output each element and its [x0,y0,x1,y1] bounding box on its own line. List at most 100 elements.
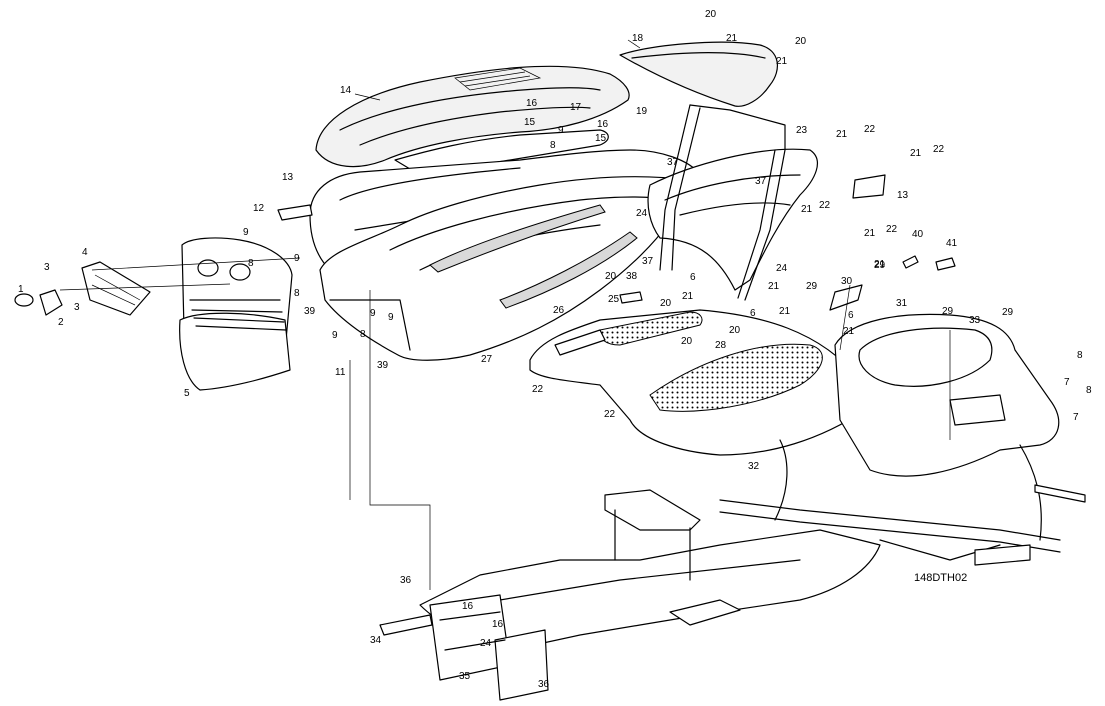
callout-20: 20 [795,36,807,47]
callout-2: 2 [58,317,64,328]
callout-9: 9 [243,227,249,238]
callout-31: 31 [896,298,908,309]
callout-21: 21 [682,291,694,302]
callout-36: 36 [538,679,550,690]
callout-8: 8 [294,288,300,299]
callout-12: 12 [253,203,265,214]
callout-21: 21 [726,33,738,44]
callout-13: 13 [282,172,294,183]
callout-21: 21 [776,56,788,67]
callout-8: 8 [550,140,556,151]
leader-lines [59,39,951,590]
callout-21: 21 [910,148,922,159]
callout-8: 8 [248,258,254,269]
callout-25: 25 [608,294,620,305]
part-hood [315,65,630,176]
callout-22: 22 [819,200,831,211]
callout-27: 27 [481,354,493,365]
part-headlight-bracket [81,261,151,316]
callout-9: 9 [294,253,300,264]
callout-41: 41 [946,238,958,249]
callout-22: 22 [886,224,898,235]
callout-8: 8 [1086,385,1092,396]
callout-5: 5 [184,388,190,399]
callout-15: 15 [524,117,536,128]
callout-21: 21 [843,326,855,337]
callout-40: 40 [912,229,924,240]
callout-9: 9 [388,312,394,323]
callout-4: 4 [82,247,88,258]
part-body-shroud [277,149,701,361]
callout-22: 22 [604,409,616,420]
callout-1: 1 [18,284,24,295]
callout-6: 6 [848,310,854,321]
callout-16: 16 [492,619,504,630]
callout-29: 29 [874,260,886,271]
callout-24: 24 [636,208,648,219]
callout-17: 17 [570,102,582,113]
callout-15: 15 [595,133,607,144]
callout-29: 29 [1002,307,1014,318]
part-dash-panel [647,148,818,291]
callout-36: 36 [400,575,412,586]
callout-34: 34 [370,635,382,646]
callout-24: 24 [776,263,788,274]
callout-18: 18 [632,33,644,44]
callout-16: 16 [462,601,474,612]
part-small-trim [619,174,956,311]
callout-8: 8 [360,329,366,340]
callout-8: 8 [1077,350,1083,361]
callout-16: 16 [526,98,538,109]
callout-13: 13 [897,190,909,201]
callout-21: 21 [836,129,848,140]
callout-39: 39 [377,360,389,371]
callout-9: 9 [332,330,338,341]
callout-19: 19 [636,106,648,117]
callout-7: 7 [1073,412,1079,423]
callout-20: 20 [681,336,693,347]
callout-37: 37 [642,256,654,267]
callout-labels: 1 2 3 3 4 5 6 6 6 7 7 8 8 8 8 8 8 9 9 9 … [18,9,1092,690]
part-front-axle-bracket [379,594,549,701]
callout-20: 20 [605,271,617,282]
callout-21: 21 [874,259,886,270]
part-headlight-lens [14,289,63,316]
callout-29: 29 [806,281,818,292]
callout-37: 37 [667,157,679,168]
callout-11: 11 [335,367,346,378]
callout-22: 22 [864,124,876,135]
callout-21: 21 [768,281,780,292]
part-rear-fender [834,313,1060,477]
callout-35: 35 [459,671,471,682]
callout-21: 21 [801,204,813,215]
callout-23: 23 [796,125,808,136]
callout-20: 20 [705,9,717,20]
callout-20: 20 [729,325,741,336]
callout-38: 38 [626,271,638,282]
callout-14: 14 [340,85,352,96]
callout-9: 9 [558,125,564,136]
part-steering-column [659,104,786,301]
callout-3: 3 [74,302,80,313]
callout-3: 3 [44,262,50,273]
callout-16: 16 [597,119,609,130]
drawing-code: 148DTH02 [914,572,967,584]
callout-24: 24 [480,638,492,649]
part-front-grille [179,237,293,391]
callout-28: 28 [715,340,727,351]
callout-21: 21 [864,228,876,239]
callout-6: 6 [690,272,696,283]
callout-20: 20 [660,298,672,309]
callout-22: 22 [532,384,544,395]
callout-33: 33 [969,315,981,326]
part-seat-cushion [619,41,778,107]
callout-29: 29 [942,306,954,317]
callout-7: 7 [1064,377,1070,388]
part-footrest [529,309,866,456]
callout-6: 6 [750,308,756,319]
callout-9: 9 [370,308,376,319]
callout-32: 32 [748,461,760,472]
callout-22: 22 [933,144,945,155]
